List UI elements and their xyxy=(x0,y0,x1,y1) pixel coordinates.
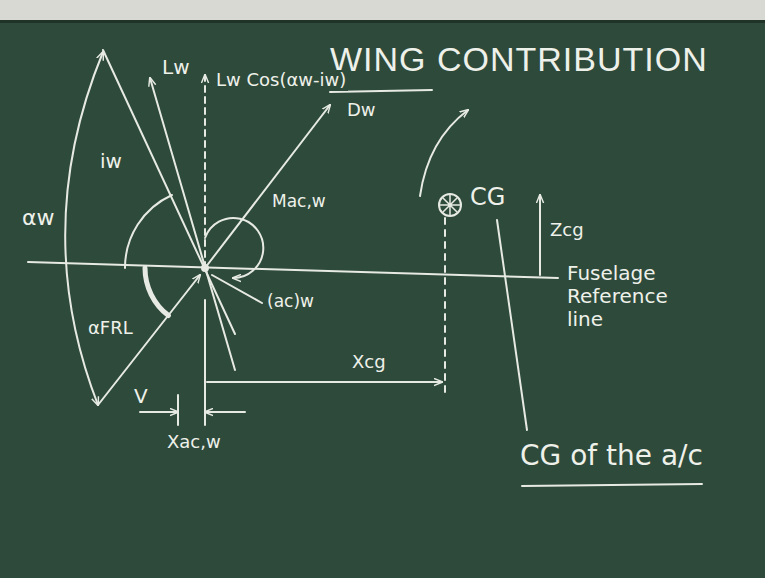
note-label: CG of the a/c xyxy=(518,440,705,472)
board-title: WING CONTRIBUTION xyxy=(328,40,710,79)
cg-symbol xyxy=(439,194,461,216)
velocity-label: V xyxy=(132,385,150,408)
ac-leader xyxy=(212,275,262,303)
dimension-arrow xyxy=(140,411,178,413)
angle-label: αFRL xyxy=(86,318,135,339)
dimension-label: Zcg xyxy=(548,220,586,241)
cg-leader xyxy=(497,220,527,430)
pointer-arrow xyxy=(420,110,468,196)
underline xyxy=(522,484,702,486)
xcg-dimension xyxy=(207,381,442,383)
cg-asterisk xyxy=(440,195,460,215)
aerodynamic-center-dot xyxy=(202,265,208,271)
alpha-frl-arc xyxy=(145,268,169,316)
board-frame xyxy=(0,20,765,23)
drag-vector xyxy=(205,105,330,268)
lift-vector xyxy=(150,78,235,370)
dimension-tick xyxy=(204,300,206,425)
moment-arrow xyxy=(205,218,263,278)
angle-label: αw xyxy=(20,205,57,230)
lift-label: Lw xyxy=(160,56,192,79)
dimension-label: Xac,w xyxy=(165,432,223,453)
cg-label: CG xyxy=(468,184,507,212)
wall-strip xyxy=(0,0,765,20)
zcg-dimension xyxy=(539,195,541,275)
drag-label: Dw xyxy=(345,100,378,121)
angle-label: iw xyxy=(98,150,124,173)
dimension-tick xyxy=(177,395,179,425)
vertical-lift-component xyxy=(204,75,206,268)
point-label: (ac)w xyxy=(265,292,316,312)
cg-vertical xyxy=(444,218,446,398)
incidence-arc xyxy=(125,195,172,268)
dimension-arrow xyxy=(205,411,245,413)
dimension-label: Xcg xyxy=(350,352,388,373)
chord-line xyxy=(103,50,235,334)
reference-line-label: Fuselage Reference line xyxy=(565,262,679,331)
moment-label: Mac,w xyxy=(270,192,328,212)
alpha-w-arc xyxy=(65,52,103,405)
lift-component-label: Lw Cos(αw-iw) xyxy=(214,70,348,91)
fuselage-reference-line xyxy=(28,262,558,278)
